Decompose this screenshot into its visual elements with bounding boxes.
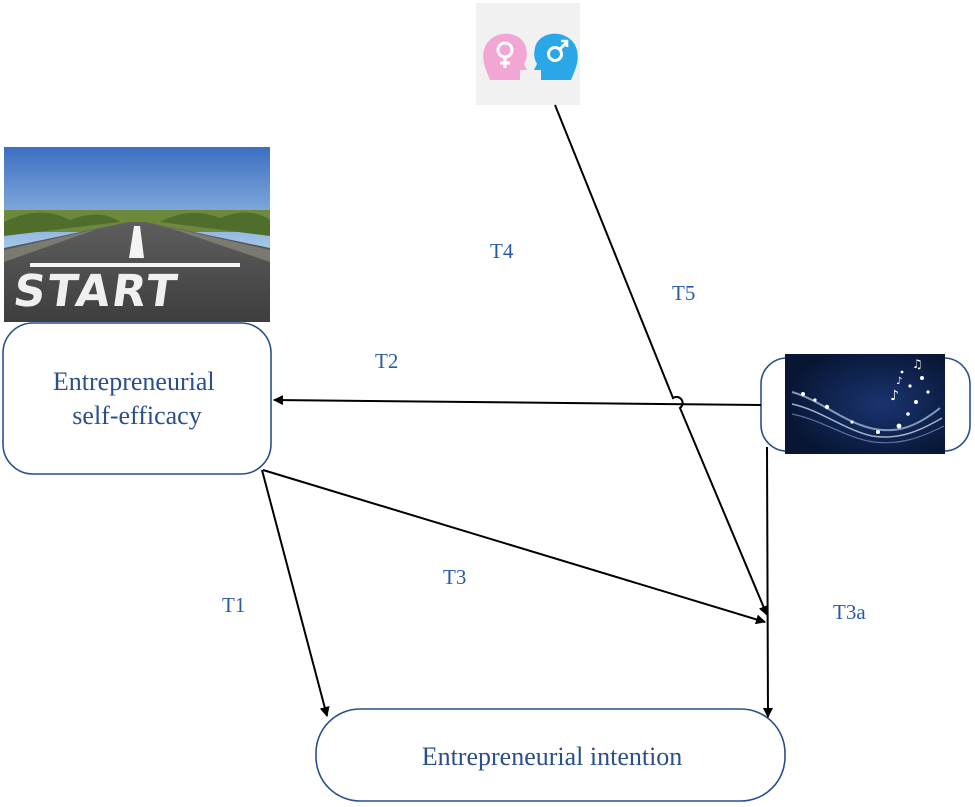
- intention-label: Entrepreneurial intention: [422, 742, 683, 771]
- node-self-efficacy: Entrepreneurial self-efficacy: [2, 322, 272, 475]
- node-intention: Entrepreneurial intention: [315, 708, 786, 802]
- edge-t3a-arrow: [762, 446, 773, 718]
- road-start-icon: START: [4, 147, 270, 322]
- svg-text:♪: ♪: [890, 388, 899, 404]
- female-head-icon: [483, 33, 527, 80]
- edge-label-t1: T1: [222, 593, 245, 617]
- edge-t3-arrow: [262, 469, 766, 625]
- edge-label-t4: T4: [490, 239, 514, 263]
- male-head-icon: [534, 33, 578, 80]
- edge-t5-arrow: [554, 104, 769, 616]
- road-start-text: START: [10, 266, 181, 317]
- edge-label-t5: T5: [672, 281, 695, 305]
- svg-text:♪: ♪: [896, 376, 902, 387]
- edge-label-t3: T3: [443, 565, 466, 589]
- edge-label-t2: T2: [375, 349, 398, 373]
- edge-t2-arrow: [273, 395, 762, 406]
- self-efficacy-line-2: self-efficacy: [72, 401, 201, 430]
- svg-text:♫: ♫: [912, 357, 923, 371]
- music-wave-icon: ♪ ♫ ♪: [785, 354, 945, 454]
- svg-text:Entrepreneurial self-eff: Entrepreneurial self-efficacy: [53, 367, 221, 430]
- edge-t1-arrow: [261, 469, 330, 717]
- edge-label-t3a: T3a: [833, 600, 866, 624]
- self-efficacy-line-1: Entrepreneurial: [53, 367, 215, 396]
- node-music: ♪ ♫ ♪: [760, 354, 971, 454]
- gender-heads-icon: [476, 3, 580, 105]
